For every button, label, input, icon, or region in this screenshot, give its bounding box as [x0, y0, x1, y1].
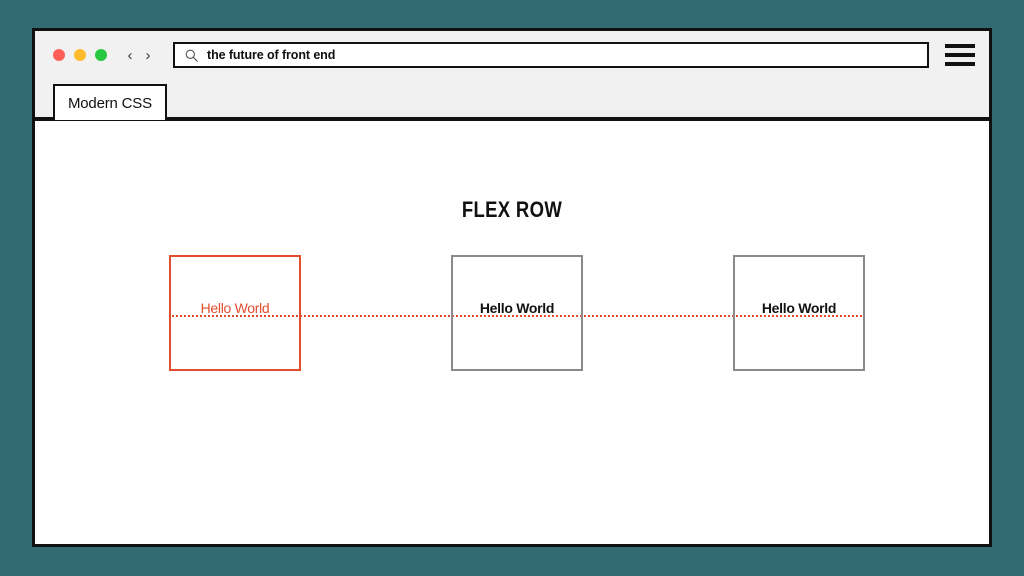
page-title: FLEX ROW [461, 197, 563, 222]
flex-item-2[interactable]: Hello World [451, 255, 583, 371]
maximize-window-button[interactable] [95, 49, 107, 61]
flex-item-3[interactable]: Hello World [733, 255, 865, 371]
flex-item-label: Hello World [200, 300, 270, 316]
tab-label: Modern CSS [68, 94, 152, 112]
search-icon [185, 49, 198, 62]
hamburger-bar-2 [945, 53, 975, 57]
flex-item-label: Hello World [479, 300, 555, 316]
flex-item-1[interactable]: Hello World [169, 255, 301, 371]
browser-window: ‹ › the future of front end Modern CSS [32, 28, 992, 547]
page-content: FLEX ROW Hello World Hello World Hello W… [35, 121, 989, 544]
address-bar-text: the future of front end [207, 48, 336, 62]
window-controls [53, 49, 107, 61]
tab-modern-css[interactable]: Modern CSS [53, 84, 167, 120]
navigation-controls: ‹ › [123, 48, 155, 63]
flex-item-label: Hello World [761, 300, 837, 316]
browser-toolbar: ‹ › the future of front end [35, 31, 989, 79]
browser-chrome: ‹ › the future of front end Modern CSS [35, 31, 989, 121]
close-window-button[interactable] [53, 49, 65, 61]
hamburger-bar-1 [945, 44, 975, 48]
address-bar[interactable]: the future of front end [173, 42, 929, 68]
flex-row-container: Hello World Hello World Hello World [169, 255, 865, 371]
baseline-guide-line [169, 315, 865, 317]
back-arrow-icon[interactable]: ‹ [127, 46, 133, 64]
minimize-window-button[interactable] [74, 49, 86, 61]
hamburger-bar-3 [945, 62, 975, 66]
tab-strip: Modern CSS [35, 79, 989, 120]
hamburger-menu-icon[interactable] [945, 44, 975, 66]
forward-arrow-icon[interactable]: › [145, 46, 151, 64]
